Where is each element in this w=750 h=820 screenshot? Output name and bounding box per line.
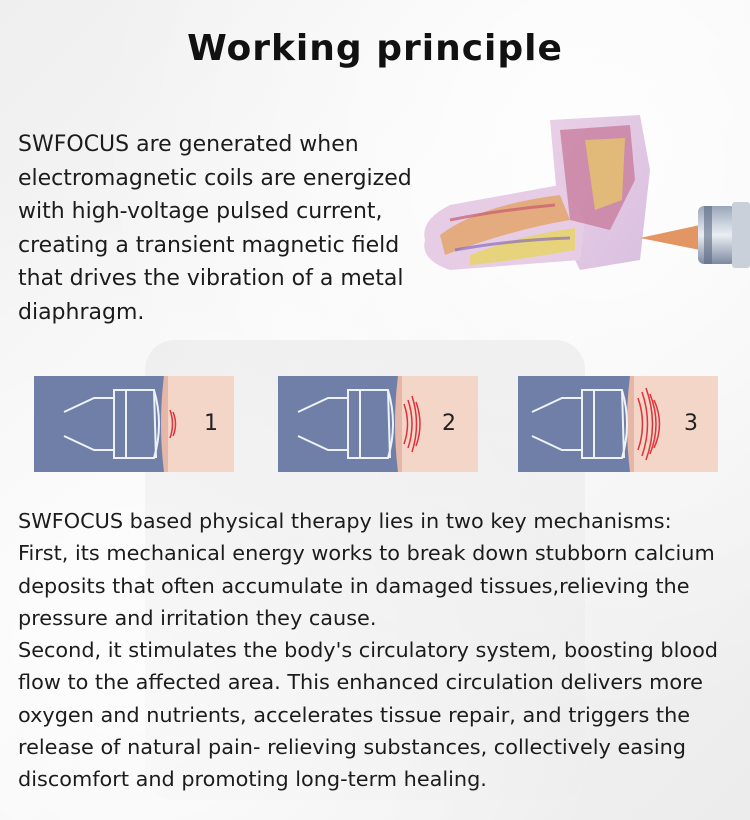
probe-stage-icon [278, 376, 478, 472]
mechanism-first: First, its mechanical energy works to br… [18, 541, 715, 630]
arm-anatomy-illustration [424, 115, 750, 270]
page-title: Working principle [187, 28, 563, 69]
stage-panel-2: 2 [278, 376, 478, 472]
stage-number: 3 [684, 411, 698, 436]
probe-stage-icon [34, 376, 234, 472]
mechanism-intro: SWFOCUS based physical therapy lies in t… [18, 509, 672, 533]
mechanism-second: Second, it stimulates the body's circula… [18, 638, 718, 792]
stage-panel-3: 3 [518, 376, 718, 472]
probe-stage-icon [518, 376, 718, 472]
stage-panel-1: 1 [34, 376, 234, 472]
mechanism-description: SWFOCUS based physical therapy lies in t… [18, 505, 733, 796]
intro-paragraph: SWFOCUS are generated when electromagnet… [18, 132, 412, 325]
stage-number: 1 [204, 411, 218, 436]
stage-number: 2 [442, 411, 456, 436]
stage-panels: 1 2 [34, 376, 718, 472]
